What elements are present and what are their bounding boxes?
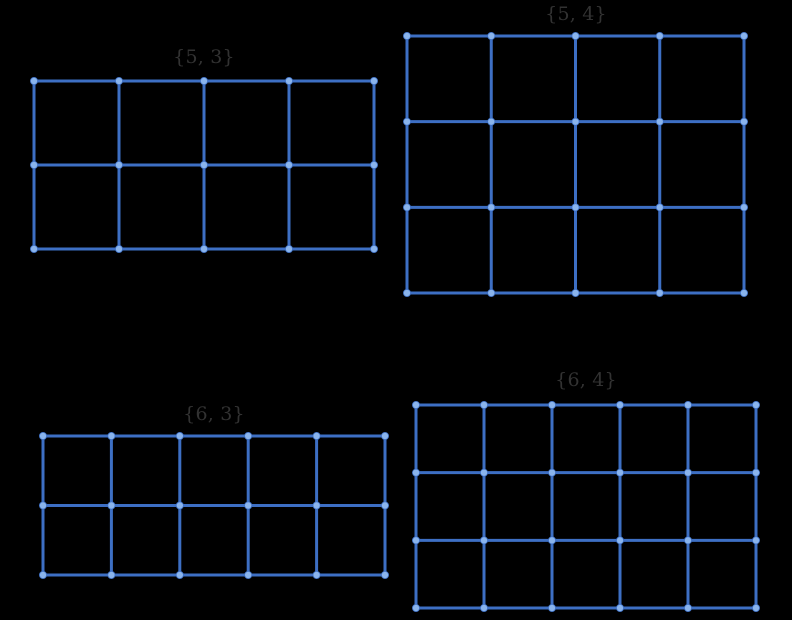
- graph-node: [380, 431, 389, 440]
- graph-node: [29, 77, 38, 86]
- graph-node: [29, 160, 38, 169]
- graph-node: [369, 160, 378, 169]
- graph-node: [411, 400, 420, 409]
- graph-node: [244, 571, 253, 580]
- graph-node: [411, 604, 420, 613]
- graph-node: [39, 571, 48, 580]
- graph-node: [487, 117, 496, 126]
- graph-node: [487, 289, 496, 298]
- graph-node: [655, 203, 664, 212]
- graph-node: [107, 431, 116, 440]
- graph-node: [29, 244, 38, 253]
- graph-node: [369, 244, 378, 253]
- panel-title: {6, 4}: [555, 369, 617, 391]
- graph-node: [548, 604, 557, 613]
- graph-node: [402, 203, 411, 212]
- graph-node: [380, 571, 389, 580]
- graph-node: [199, 77, 208, 86]
- graph-node: [175, 431, 184, 440]
- graph-node: [548, 536, 557, 545]
- graph-node: [115, 160, 124, 169]
- graph-node: [740, 289, 749, 298]
- graph-node: [616, 604, 625, 613]
- graph-node: [199, 160, 208, 169]
- graph-node: [548, 400, 557, 409]
- graph-node: [115, 77, 124, 86]
- panel-title: {5, 4}: [545, 3, 607, 25]
- graph-node: [402, 289, 411, 298]
- graph-node: [199, 244, 208, 253]
- graph-node: [479, 536, 488, 545]
- graph-node: [616, 400, 625, 409]
- graph-node: [684, 468, 693, 477]
- graph-node: [684, 536, 693, 545]
- graph-node: [107, 571, 116, 580]
- graph-node: [571, 117, 580, 126]
- graph-node: [244, 431, 253, 440]
- graph-node: [571, 203, 580, 212]
- graph-node: [571, 32, 580, 41]
- graph-node: [312, 501, 321, 510]
- graph-node: [411, 536, 420, 545]
- graph-node: [487, 203, 496, 212]
- graph-node: [752, 604, 761, 613]
- graph-node: [312, 571, 321, 580]
- graph-node: [402, 117, 411, 126]
- graph-node: [740, 203, 749, 212]
- graph-node: [244, 501, 253, 510]
- graph-node: [479, 604, 488, 613]
- panel-title: {6, 3}: [183, 403, 245, 425]
- graph-node: [684, 604, 693, 613]
- graph-node: [479, 468, 488, 477]
- graph-node: [107, 501, 116, 510]
- graph-node: [616, 536, 625, 545]
- graph-node: [284, 160, 293, 169]
- graph-node: [175, 571, 184, 580]
- graph-node: [487, 32, 496, 41]
- graph-node: [115, 244, 124, 253]
- graph-node: [548, 468, 557, 477]
- graph-node: [655, 117, 664, 126]
- graph-node: [402, 32, 411, 41]
- graph-node: [39, 501, 48, 510]
- graph-node: [752, 400, 761, 409]
- graph-node: [655, 32, 664, 41]
- panel-title: {5, 3}: [173, 46, 235, 68]
- graph-node: [284, 244, 293, 253]
- graph-node: [312, 431, 321, 440]
- graph-node: [752, 468, 761, 477]
- graph-node: [740, 32, 749, 41]
- graph-node: [655, 289, 664, 298]
- graph-node: [284, 77, 293, 86]
- graph-node: [752, 536, 761, 545]
- graph-node: [479, 400, 488, 409]
- graph-node: [571, 289, 580, 298]
- graph-node: [411, 468, 420, 477]
- graph-node: [39, 431, 48, 440]
- graph-node: [684, 400, 693, 409]
- graph-node: [380, 501, 389, 510]
- graph-node: [175, 501, 184, 510]
- graph-node: [740, 117, 749, 126]
- graph-node: [369, 77, 378, 86]
- graph-node: [616, 468, 625, 477]
